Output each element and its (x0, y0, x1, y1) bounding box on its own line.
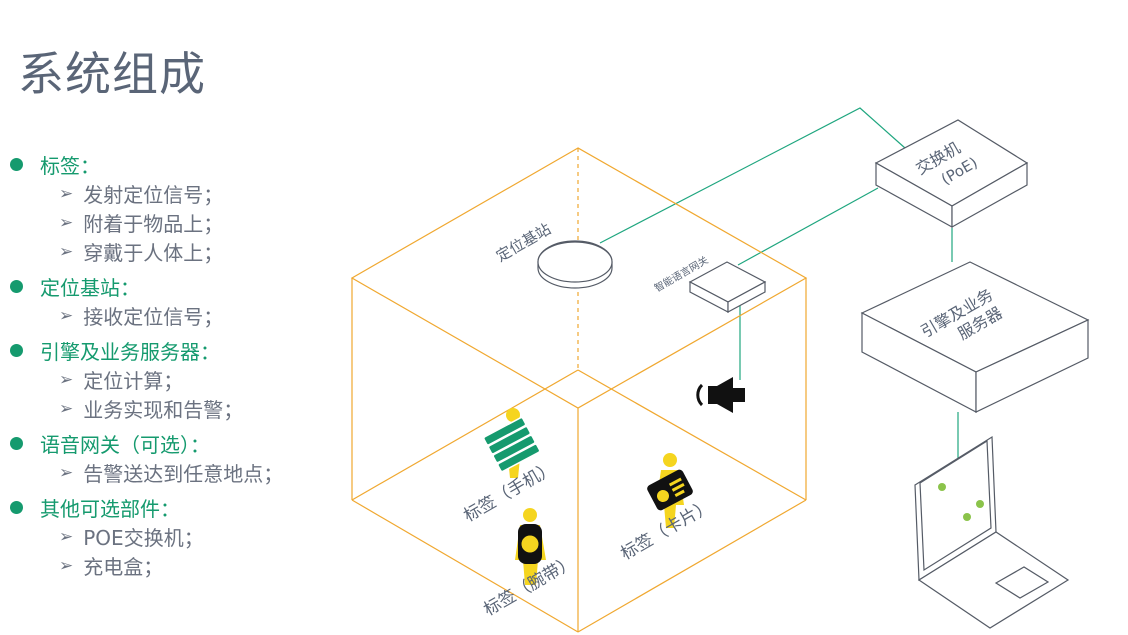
outline-item: ➢ 业务实现和告警； (10, 394, 340, 423)
poe-switch-box (874, 119, 1029, 229)
arrow-bullet-icon: ➢ (59, 555, 74, 576)
card-tag-figure-icon (647, 453, 693, 528)
item-text: 附着于物品上； (83, 212, 224, 236)
arrow-bullet-icon: ➢ (59, 398, 74, 419)
bullet-dot-icon (10, 280, 23, 293)
arrow-bullet-icon: ➢ (59, 212, 74, 233)
engine-server-box (860, 261, 1090, 413)
bullet-dot-icon (10, 437, 23, 450)
heading-text: 标签： (40, 154, 100, 178)
outline-group-server: 引擎及业务服务器： ➢ 定位计算； ➢ 业务实现和告警； (10, 336, 340, 423)
outline-heading: 引擎及业务服务器： (10, 336, 340, 365)
outline-group-optional: 其他可选部件： ➢ POE交换机； ➢ 充电盒； (10, 493, 340, 580)
speaker-icon (696, 377, 745, 413)
item-text: POE交换机； (83, 526, 204, 550)
phone-tag-figure-icon (483, 408, 541, 478)
outline-item: ➢ 充电盒； (10, 551, 340, 580)
outline-group-base-station: 定位基站： ➢ 接收定位信号； (10, 272, 340, 330)
outline-item: ➢ 附着于物品上； (10, 208, 340, 237)
outline-heading: 其他可选部件： (10, 493, 340, 522)
heading-text: 定位基站： (40, 276, 140, 300)
outline-item: ➢ 穿戴于人体上； (10, 237, 340, 266)
outline-item: ➢ 发射定位信号； (10, 179, 340, 208)
arrow-bullet-icon: ➢ (59, 462, 74, 483)
arrow-bullet-icon: ➢ (59, 305, 74, 326)
outline-item: ➢ 定位计算； (10, 365, 340, 394)
outline-item: ➢ POE交换机； (10, 522, 340, 551)
outline-item: ➢ 告警送达到任意地点； (10, 458, 340, 487)
room-cube (350, 147, 808, 633)
item-text: 告警送达到任意地点； (83, 462, 284, 486)
outline-heading: 语音网关（可选）： (10, 429, 340, 458)
bullet-dot-icon (10, 158, 23, 171)
laptop-icon (914, 435, 1070, 629)
bullet-dot-icon (10, 344, 23, 357)
base-station-device (537, 240, 613, 289)
component-outline: 标签： ➢ 发射定位信号； ➢ 附着于物品上； ➢ 穿戴于人体上； 定位基站： ➢ 接收… (10, 150, 340, 586)
outline-heading: 定位基站： (10, 272, 340, 301)
item-text: 定位计算； (83, 369, 184, 393)
arrow-bullet-icon: ➢ (59, 369, 74, 390)
heading-text: 其他可选部件： (40, 497, 180, 521)
item-text: 穿戴于人体上； (83, 241, 224, 265)
heading-text: 引擎及业务服务器： (40, 340, 220, 364)
outline-heading: 标签： (10, 150, 340, 179)
arrow-bullet-icon: ➢ (59, 526, 74, 547)
item-text: 接收定位信号； (83, 305, 224, 329)
page-title: 系统组成 (18, 47, 206, 101)
voice-gateway-device (688, 261, 767, 314)
arrow-bullet-icon: ➢ (59, 241, 74, 262)
item-text: 充电盒； (83, 555, 164, 579)
outline-item: ➢ 接收定位信号； (10, 301, 340, 330)
item-text: 业务实现和告警； (83, 398, 244, 422)
bullet-dot-icon (10, 501, 23, 514)
heading-text: 语音网关（可选）： (40, 433, 210, 457)
wristband-tag-figure-icon (515, 508, 546, 585)
item-text: 发射定位信号； (83, 183, 224, 207)
outline-group-tags: 标签： ➢ 发射定位信号； ➢ 附着于物品上； ➢ 穿戴于人体上； (10, 150, 340, 266)
arrow-bullet-icon: ➢ (59, 183, 74, 204)
laptop-location-dots (938, 483, 984, 521)
outline-group-voice-gateway: 语音网关（可选）： ➢ 告警送达到任意地点； (10, 429, 340, 487)
